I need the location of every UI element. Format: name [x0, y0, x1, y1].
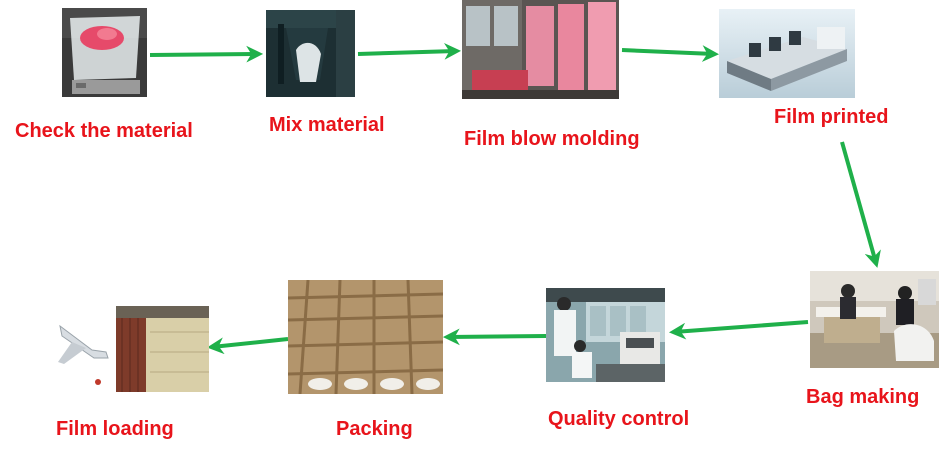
step-label-mix-material: Mix material	[269, 114, 385, 136]
arrow-qc-to-packing	[442, 328, 547, 346]
arrow-packing-to-loading	[206, 337, 289, 355]
step-label-film-loading: Film loading	[56, 418, 174, 440]
step-label-quality-control: Quality control	[548, 408, 690, 430]
bag-making-workshop-photo	[810, 271, 939, 368]
arrow-check-to-mix	[149, 45, 264, 63]
cardboard-packing-boxes-photo	[288, 280, 443, 394]
step-label-film-blow-molding: Film blow molding	[464, 128, 640, 150]
arrow-bag-to-qc	[668, 320, 809, 340]
airplane-and-shipping-container-photo	[50, 302, 209, 392]
film-blowing-machine-photo	[462, 0, 619, 99]
scale-with-pink-material-photo	[62, 8, 147, 97]
step-label-bag-making: Bag making	[806, 386, 920, 408]
printing-press-photo	[719, 9, 855, 98]
arrow-mix-to-blow	[357, 42, 462, 60]
quality-control-lab-photo	[546, 288, 665, 382]
arrow-blow-to-print	[621, 45, 720, 62]
step-label-check-material: Check the material	[15, 120, 193, 142]
arrow-print-to-bag	[840, 141, 881, 268]
step-label-film-printed: Film printed	[774, 106, 889, 128]
step-label-packing: Packing	[336, 418, 413, 440]
mixing-machine-photo	[266, 10, 355, 97]
airplane-icon	[58, 324, 109, 385]
